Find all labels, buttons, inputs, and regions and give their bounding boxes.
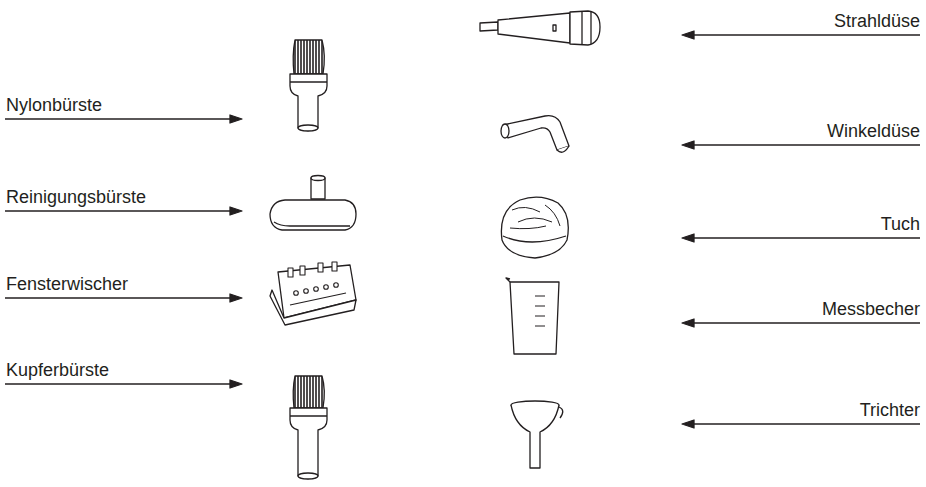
measuring-cup [506, 278, 559, 354]
leader-arrow [682, 31, 920, 428]
part-label: Nylonbürste [6, 94, 102, 116]
nylon-brush [290, 40, 327, 131]
cleaning-brush [270, 176, 356, 231]
window-wiper [270, 262, 356, 325]
part-label: Messbecher [822, 298, 920, 320]
part-label: Fensterwischer [6, 273, 128, 295]
leader-arrow [5, 115, 242, 388]
part-label: Trichter [860, 399, 920, 421]
jet-nozzle [480, 11, 600, 45]
cloth [501, 197, 568, 258]
part-label: Strahldüse [834, 10, 920, 32]
part-label: Kupferbürste [6, 359, 109, 381]
funnel [511, 401, 563, 468]
part-label: Reinigungsbürste [6, 186, 146, 208]
angle-nozzle [501, 116, 569, 153]
part-label: Winkeldüse [827, 120, 920, 142]
part-label: Tuch [881, 213, 920, 235]
copper-brush [290, 376, 327, 479]
